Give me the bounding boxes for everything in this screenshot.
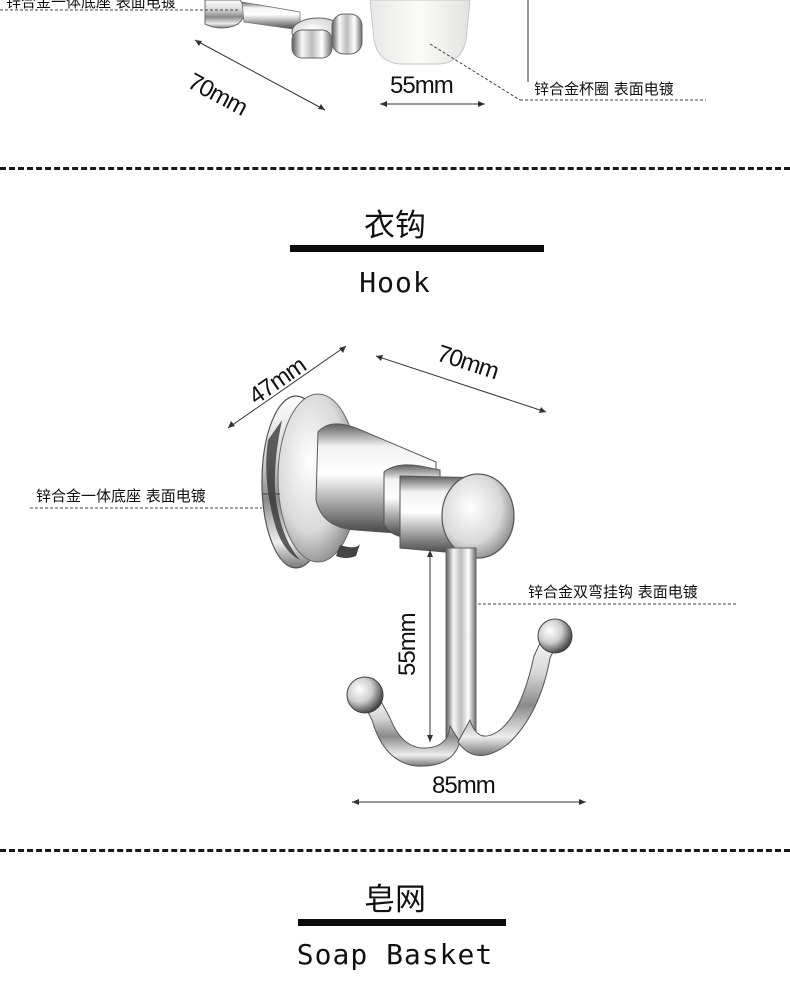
cup-ring-callout: 锌合金杯圈 表面电镀	[534, 80, 674, 98]
top-cup-dimension: 55mm	[390, 72, 454, 99]
hook-arm-callout: 锌合金双弯挂钩 表面电镀	[528, 583, 698, 601]
soap-title-cn: 皂网	[364, 882, 426, 918]
hook-base-callout: 锌合金一体底座 表面电镀	[36, 487, 206, 505]
top-base-callout: 锌合金一体底座 表面电镀	[6, 0, 176, 11]
hook-span-dimension: 85mm	[432, 772, 496, 799]
section-divider	[0, 849, 790, 852]
hook-drawing	[30, 345, 736, 805]
soap-title-bar	[298, 919, 506, 926]
hook-title-en: Hook	[359, 266, 431, 299]
soap-title-en: Soap Basket	[296, 938, 494, 971]
hook-height-dimension: 55mm	[394, 613, 421, 676]
hook-title-bar	[290, 245, 544, 252]
cup-holder-drawing	[0, 0, 706, 111]
section-divider	[0, 167, 790, 170]
hook-title-cn: 衣钩	[364, 208, 426, 244]
